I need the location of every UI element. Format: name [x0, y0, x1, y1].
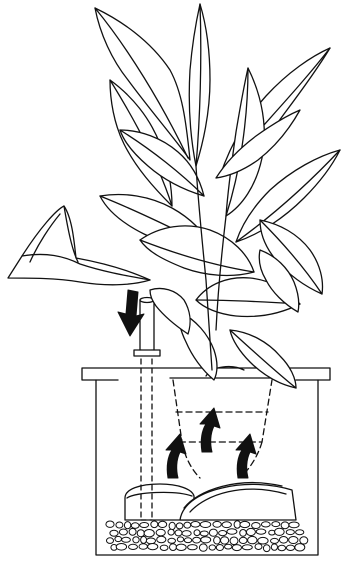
pebble: [177, 537, 183, 542]
pebble: [157, 536, 166, 543]
pebble: [269, 530, 275, 535]
pebble: [168, 529, 174, 535]
pebble: [148, 544, 158, 550]
pebble: [182, 531, 191, 537]
pebble: [281, 522, 289, 529]
pebble: [225, 544, 232, 549]
pebble: [219, 531, 227, 536]
pebble: [106, 521, 114, 527]
pebble: [278, 545, 286, 550]
pebble: [209, 545, 215, 550]
pebble: [275, 528, 285, 535]
pebble: [263, 545, 270, 552]
pebble: [295, 544, 305, 551]
pebble: [227, 529, 237, 535]
pebble: [158, 521, 166, 527]
pebble: [214, 537, 221, 544]
pebble: [191, 522, 200, 528]
pebble: [129, 544, 138, 549]
pebble: [144, 530, 154, 537]
pebble: [271, 538, 279, 543]
plant: [8, 4, 340, 388]
pebble: [289, 522, 299, 528]
pebble: [175, 530, 182, 536]
pebble: [232, 545, 241, 551]
pebble: [286, 545, 294, 550]
pebble: [170, 544, 177, 551]
pebble: [213, 521, 221, 527]
pebble: [222, 522, 231, 528]
pebble: [131, 523, 139, 529]
pebble: [137, 530, 144, 537]
pebble: [139, 544, 147, 550]
pebble: [116, 544, 126, 551]
pebble: [133, 537, 139, 543]
pebble: [168, 538, 176, 543]
pebble: [141, 536, 147, 543]
pebble: [122, 537, 131, 542]
pebble: [146, 538, 155, 544]
pebble: [242, 545, 252, 550]
pebble: [116, 522, 123, 528]
pebble: [271, 544, 277, 550]
pebble: [258, 537, 268, 544]
pebble: [200, 522, 210, 528]
pebble: [261, 522, 270, 527]
pebble: [184, 538, 191, 543]
pebble: [289, 537, 298, 544]
pebble: [255, 544, 262, 550]
pebble: [110, 530, 118, 536]
pebble: [221, 537, 229, 544]
pebble: [176, 523, 183, 529]
pebble: [240, 530, 247, 537]
pebble: [169, 522, 175, 529]
pebble: [151, 521, 158, 528]
pebble: [246, 528, 255, 535]
pebble: [160, 545, 168, 550]
pebble: [200, 531, 208, 536]
pebble: [156, 529, 165, 536]
pebble: [296, 530, 304, 535]
pebble: [201, 537, 211, 543]
pebble: [184, 522, 191, 528]
pebble: [240, 521, 250, 527]
pebble: [209, 529, 217, 536]
pebble: [230, 537, 238, 545]
pebble: [216, 545, 223, 551]
pebble: [300, 537, 308, 544]
pebble: [256, 529, 266, 534]
pebble-layer: [106, 520, 308, 552]
pebble: [188, 545, 198, 550]
pebble: [176, 544, 186, 550]
pebble: [115, 536, 122, 541]
pebble: [248, 536, 257, 543]
pebble: [107, 538, 114, 544]
pebble: [194, 530, 200, 536]
pebble: [193, 537, 201, 543]
pebble: [252, 523, 261, 529]
pebble: [272, 522, 280, 527]
pebble: [286, 530, 294, 535]
pebble: [129, 528, 136, 535]
pebble: [199, 544, 207, 551]
pebble: [119, 529, 127, 535]
pebble: [279, 537, 287, 544]
pebble: [239, 537, 247, 543]
pebble: [140, 523, 149, 528]
pebble: [124, 522, 130, 529]
